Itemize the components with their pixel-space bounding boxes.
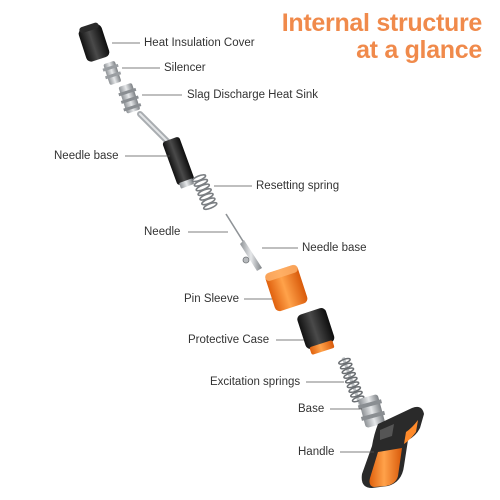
headline-line-1: Internal structure bbox=[281, 9, 483, 37]
base-part bbox=[357, 394, 386, 428]
leader-lines bbox=[112, 42, 374, 453]
headline-line-2: at a glance bbox=[356, 36, 482, 64]
label-protective-case: Protective Case bbox=[188, 334, 270, 346]
handle-part bbox=[361, 406, 424, 488]
label-needle: Needle bbox=[144, 226, 181, 238]
label-silencer: Silencer bbox=[164, 62, 206, 74]
heat-insulation-cover-part bbox=[78, 22, 110, 62]
label-resetting-spring: Resetting spring bbox=[256, 180, 340, 192]
label-handle: Handle bbox=[298, 446, 335, 458]
needle-part bbox=[225, 213, 262, 271]
silencer-part bbox=[102, 61, 122, 85]
pin-sleeve-part bbox=[265, 264, 308, 312]
label-excitation-springs: Excitation springs bbox=[210, 376, 301, 388]
label-needle-base-lower: Needle base bbox=[302, 242, 367, 254]
resetting-spring-part bbox=[191, 174, 218, 211]
label-heat-insulation-cover: Heat Insulation Cover bbox=[144, 37, 255, 49]
headline: Internal structure at a glance bbox=[281, 9, 483, 64]
excitation-springs-part bbox=[338, 357, 365, 409]
label-needle-base-upper: Needle base bbox=[54, 150, 119, 162]
label-base: Base bbox=[298, 403, 325, 415]
label-pin-sleeve: Pin Sleeve bbox=[184, 293, 239, 305]
upper-needle-base-part bbox=[137, 111, 194, 189]
label-slag-discharge-heat-sink: Slag Discharge Heat Sink bbox=[187, 89, 319, 101]
protective-case-part bbox=[297, 308, 335, 355]
slag-discharge-heat-sink-part bbox=[118, 83, 142, 114]
